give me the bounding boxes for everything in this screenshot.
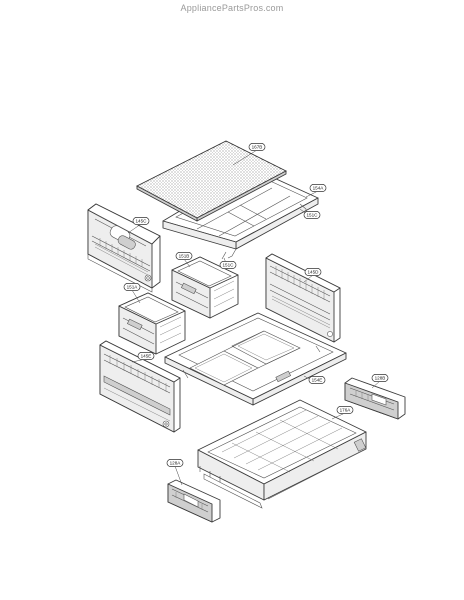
tag-145d: 145D <box>304 268 322 276</box>
part-tag-label: 145D <box>308 270 320 275</box>
side-panel-145c <box>87 203 161 293</box>
part-tag-capsule <box>336 406 354 414</box>
handle-128b <box>344 377 406 420</box>
drawer-151a <box>118 292 186 355</box>
part-tag-capsule <box>132 217 150 225</box>
tag-154e: 154E <box>308 376 326 384</box>
handle-128a <box>167 479 221 523</box>
part-tag-capsule <box>175 252 193 260</box>
part-tag-capsule <box>371 374 389 382</box>
part-tag-label: 151B <box>179 254 190 259</box>
side-panel-145d <box>265 253 341 343</box>
part-tag-label: 145C <box>136 219 148 224</box>
part-tag-label: 167B <box>252 145 263 150</box>
part-tags: 167B 154A 151C 145C 151B 151C 145D 151A 145E 154E… <box>123 143 389 467</box>
tag-145c: 145C <box>132 217 150 225</box>
part-tag-label: 151C <box>307 213 319 218</box>
part-tag-capsule <box>248 143 266 151</box>
part-tag-capsule <box>303 211 321 219</box>
side-panel-145e <box>99 340 181 433</box>
tag-151a: 151A <box>123 283 141 291</box>
part-tag-capsule <box>309 184 327 192</box>
part-tag-label: 151C <box>223 263 235 268</box>
part-tag-capsule <box>219 261 237 269</box>
tag-151c-mid: 151C <box>219 261 237 269</box>
part-tag-label: 128B <box>375 376 386 381</box>
part-tag-capsule <box>166 459 184 467</box>
part-tag-capsule <box>308 376 326 384</box>
part-tag-capsule <box>123 283 141 291</box>
shelf-frame-154a <box>162 167 319 260</box>
part-tag-label: 176A <box>340 408 352 413</box>
pan-drawer-176a <box>197 399 367 509</box>
part-tag-label: 154A <box>313 186 325 191</box>
tag-151b: 151B <box>175 252 193 260</box>
part-tag-capsule <box>304 268 322 276</box>
tag-151c-top: 151C <box>303 211 321 219</box>
glass-shelf-167b <box>136 140 287 222</box>
part-tag-label: 145E <box>141 354 152 359</box>
tag-128a: 128A <box>166 459 184 467</box>
tag-154a: 154A <box>309 184 327 192</box>
part-tag-capsule <box>137 352 155 360</box>
tag-167b: 167B <box>248 143 266 151</box>
tag-128b: 128B <box>371 374 389 382</box>
part-tag-label: 151A <box>127 285 139 290</box>
part-tag-label: 128A <box>170 461 182 466</box>
part-tag-label: 154E <box>312 378 323 383</box>
watermark-text: AppliancePartsPros.com <box>180 3 284 13</box>
tag-145e: 145E <box>137 352 155 360</box>
tag-176a: 176A <box>336 406 354 414</box>
divider-cover-154e <box>164 312 347 406</box>
